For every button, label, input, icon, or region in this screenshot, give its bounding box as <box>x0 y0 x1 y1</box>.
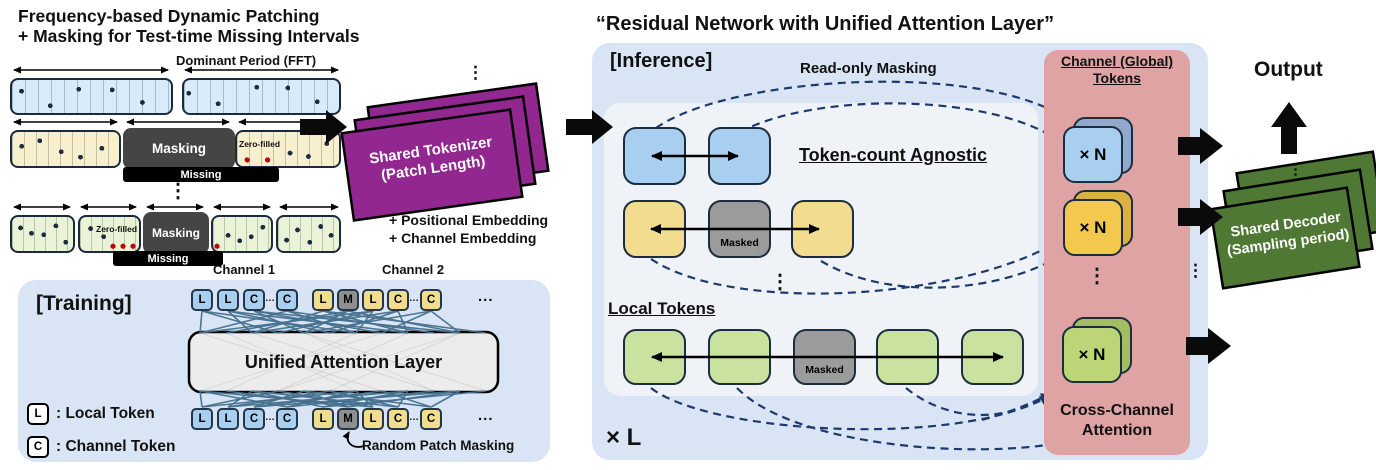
masking-label: Masking <box>151 226 200 240</box>
left-title: Frequency-based Dynamic Patching + Maski… <box>18 6 360 46</box>
legend-local-token-label: : Local Token <box>56 405 155 422</box>
left-title-line2: + Masking for Test-time Missing Interval… <box>18 26 360 46</box>
token-masked: M <box>337 408 359 430</box>
token-ellipsis: … <box>265 293 275 304</box>
series-patch-green-3 <box>211 215 273 253</box>
shared-tokenizer-label: Shared Tokenizer (Patch Length) <box>350 131 513 189</box>
series-patch-yellow-1 <box>10 130 121 168</box>
zero-filled-label-row2: Zero-filled <box>239 139 281 149</box>
masked-label: Masked <box>720 237 759 249</box>
token-count-agnostic-label: Token-count Agnostic <box>799 145 987 165</box>
inference-ellipsis: ⋮ <box>770 271 790 293</box>
main-title: “Residual Network with Unified Attention… <box>595 13 1055 35</box>
channel-token-green: × N <box>1062 326 1122 383</box>
masked-label: Masked <box>805 364 844 376</box>
tokenizer-ellipsis: ⋮ <box>467 63 484 82</box>
token: C <box>243 408 265 430</box>
output-strip-ellipsis: ⋮ <box>1187 261 1204 280</box>
token: L <box>312 408 334 430</box>
channel-tokens-title: Channel (Global) Tokens <box>1046 53 1188 87</box>
token: C <box>387 289 409 311</box>
inference-token-green-2 <box>708 329 771 385</box>
token: L <box>191 289 213 311</box>
token: C <box>243 289 265 311</box>
inference-token-green-1 <box>623 329 686 385</box>
legend-channel-token-label: : Channel Token <box>56 438 176 455</box>
token: C <box>420 408 442 430</box>
channel-token-blue: × N <box>1063 126 1123 183</box>
arrow-up-output <box>1271 102 1307 154</box>
training-label: [Training] <box>36 292 132 315</box>
masking-box-row3: Masking <box>143 212 209 254</box>
inference-token-green-3 <box>876 329 939 385</box>
masking-label: Masking <box>151 141 206 156</box>
channel-tokens-title-line1: Channel (Global) <box>1061 53 1173 69</box>
token: C <box>387 408 409 430</box>
vertical-ellipsis-rows: ⋮ <box>168 180 188 202</box>
channel-embedding-note: + Channel Embedding <box>389 230 537 246</box>
inference-token-green-4 <box>961 329 1024 385</box>
inference-label: [Inference] <box>610 50 713 72</box>
token-ellipsis: … <box>409 412 419 423</box>
cross-channel-line1: Cross-Channel <box>1060 402 1174 419</box>
local-tokens-label: Local Tokens <box>608 299 716 318</box>
dominant-period-label: Dominant Period (FFT) <box>176 53 317 68</box>
token-ellipsis: … <box>409 293 419 304</box>
missing-bar-row3: Missing <box>113 251 223 266</box>
missing-label: Missing <box>180 168 222 181</box>
masking-box-row2: Masking <box>123 128 235 169</box>
token: L <box>217 408 239 430</box>
random-patch-masking-label: Random Patch Masking <box>362 438 515 453</box>
more-channels-ellipsis: ... <box>478 407 494 424</box>
legend-local-token-box: L <box>27 403 49 425</box>
series-patch-green-4 <box>276 215 341 253</box>
decoder-ellipsis: ⋮ <box>1288 161 1303 178</box>
inference-token-blue-2 <box>708 127 771 185</box>
series-patch-blue-2 <box>182 78 341 115</box>
token: C <box>420 289 442 311</box>
inference-token-masked-green-row: Masked <box>793 329 856 385</box>
series-patch-blue-1 <box>10 78 173 115</box>
cross-channel-line2: Attention <box>1081 422 1153 439</box>
cross-channel-attention-label: Cross-Channel Attention <box>1046 401 1188 441</box>
token: L <box>312 289 334 311</box>
inference-token-masked-yellow-row: Masked <box>708 200 771 258</box>
missing-label: Missing <box>147 252 189 265</box>
series-patch-green-1 <box>10 215 75 253</box>
channel1-label: Channel 1 <box>213 262 276 277</box>
channel-tokens-title-line2: Tokens <box>1093 70 1141 86</box>
token: C <box>276 289 298 311</box>
read-only-masking-label: Read-only Masking <box>800 60 937 77</box>
legend-channel-token-box: C <box>27 436 49 458</box>
token-ellipsis: … <box>265 412 275 423</box>
left-title-line1: Frequency-based Dynamic Patching <box>18 6 320 26</box>
series-patch-yellow-2 <box>235 130 341 168</box>
series-patch-green-2 <box>78 215 141 253</box>
token: L <box>362 289 384 311</box>
token: L <box>362 408 384 430</box>
inference-token-blue-1 <box>623 127 686 185</box>
more-channels-ellipsis: ... <box>478 288 494 305</box>
token: L <box>217 289 239 311</box>
times-l-label: × L <box>606 424 642 451</box>
unified-attention-layer-label: Unified Attention Layer <box>244 351 443 372</box>
channel-tokens-ellipsis: ⋮ <box>1087 265 1107 287</box>
channel2-label: Channel 2 <box>382 262 445 277</box>
inference-token-yellow-2 <box>791 200 854 258</box>
token: L <box>191 408 213 430</box>
zero-filled-label-row3: Zero-filled <box>96 224 138 234</box>
token: C <box>276 408 298 430</box>
missing-bar-row2: Missing <box>123 167 279 182</box>
embedding-notes: + Positional Embedding + Channel Embeddi… <box>389 211 548 247</box>
output-label: Output <box>1254 58 1323 81</box>
shared-decoder-label: Shared Decoder (Sampling period) <box>1216 207 1358 262</box>
channel-token-yellow: × N <box>1063 199 1123 256</box>
token-masked: M <box>337 289 359 311</box>
positional-embedding-note: + Positional Embedding <box>389 212 549 228</box>
inference-token-yellow-1 <box>623 200 686 258</box>
